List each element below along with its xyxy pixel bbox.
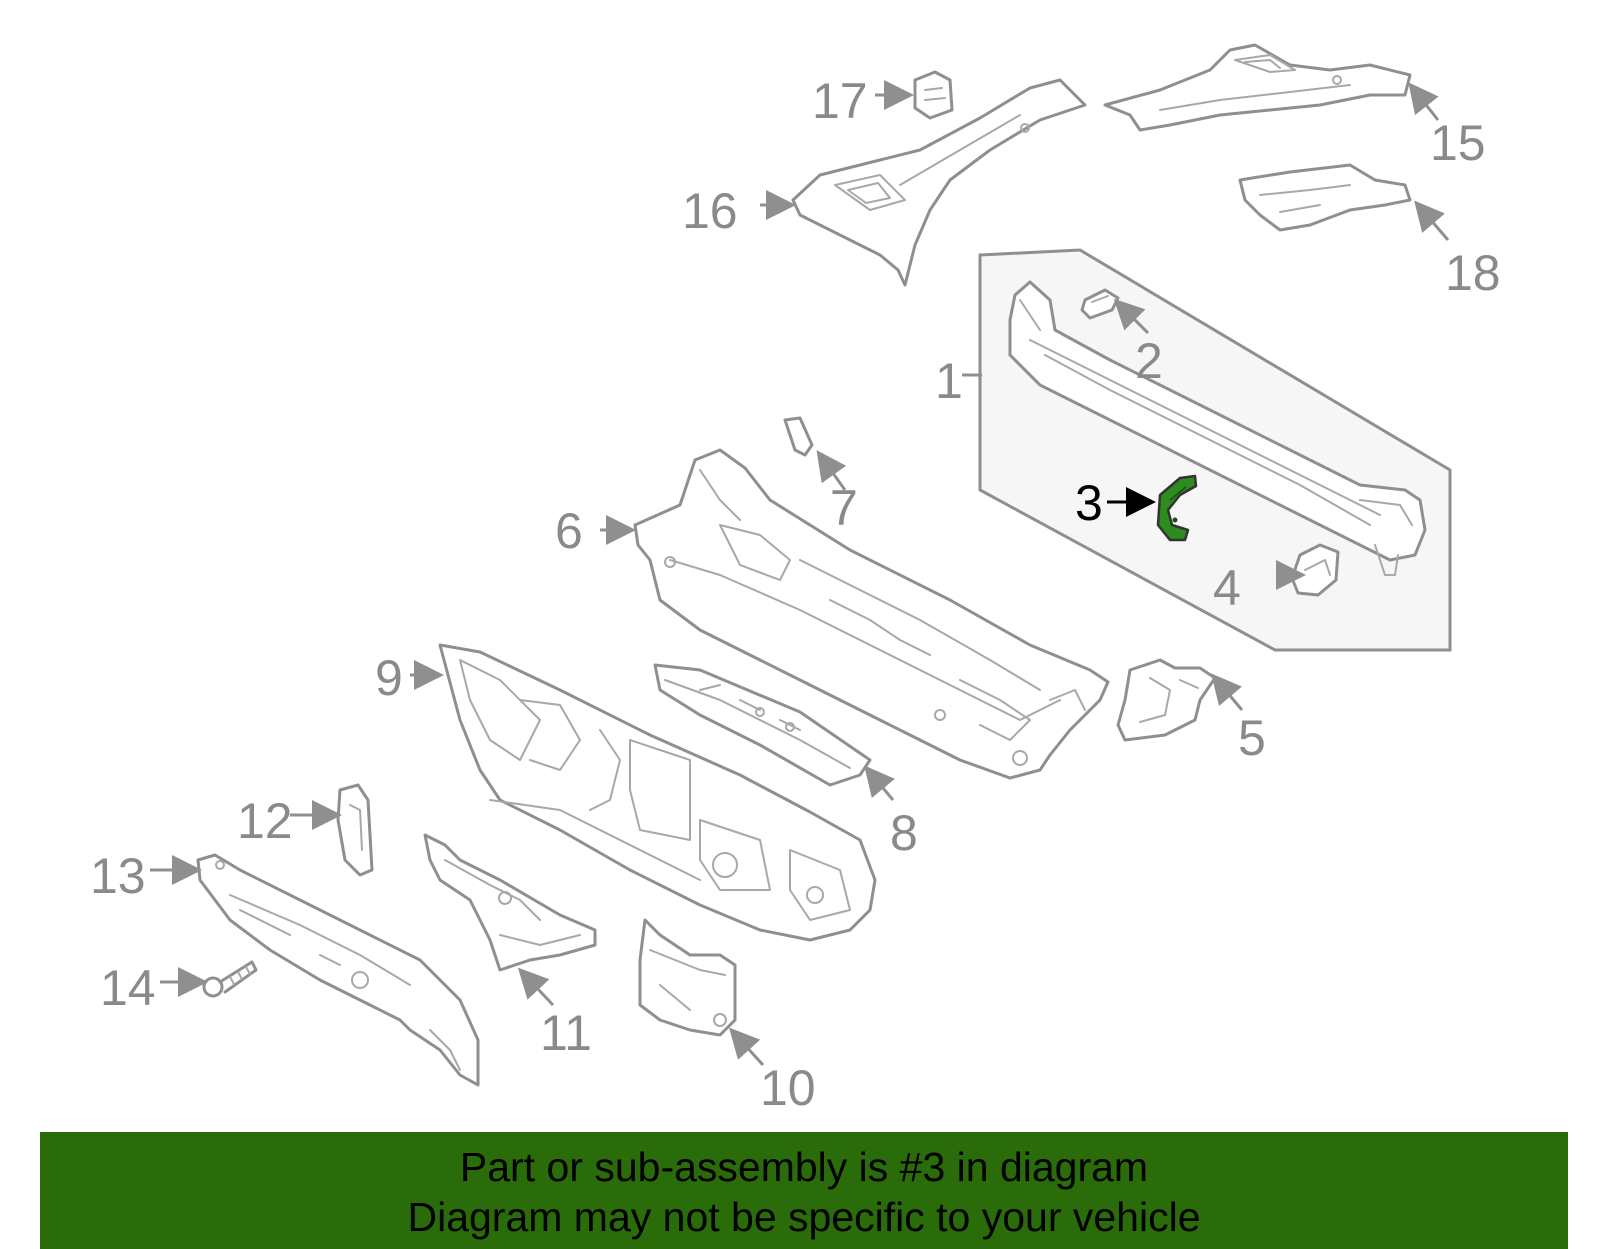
callout-2: 2 bbox=[1135, 333, 1163, 389]
arrow-10 bbox=[728, 1027, 765, 1067]
banner-line-2: Diagram may not be specific to your vehi… bbox=[407, 1194, 1201, 1240]
callout-7: 7 bbox=[830, 480, 858, 536]
banner-line-1: Part or sub-assembly is #3 in diagram bbox=[459, 1144, 1149, 1190]
info-banner: Part or sub-assembly is #3 in diagram Di… bbox=[40, 1132, 1568, 1249]
callout-labels: 17 16 15 18 1 2 3 4 5 6 7 8 9 10 11 12 1… bbox=[90, 73, 1501, 1116]
part-7-pad bbox=[783, 416, 814, 457]
arrow-15 bbox=[1408, 82, 1440, 121]
arrow-2 bbox=[1113, 298, 1150, 335]
part-6-dash-panel bbox=[633, 448, 1110, 780]
callout-15: 15 bbox=[1430, 115, 1486, 171]
callout-10: 10 bbox=[760, 1060, 816, 1116]
part-11-reinforcement bbox=[423, 833, 597, 972]
callout-8: 8 bbox=[890, 805, 918, 861]
part-16-cowl-side bbox=[791, 78, 1087, 287]
part-17-bracket bbox=[913, 70, 954, 120]
callout-12: 12 bbox=[237, 793, 293, 849]
part-1-cowl-panel bbox=[1008, 280, 1427, 576]
arrow-11 bbox=[517, 967, 555, 1007]
parts-diagram: 17 16 15 18 1 2 3 4 5 6 7 8 9 10 11 12 1… bbox=[90, 43, 1501, 1116]
part-15-cowl-extension bbox=[1103, 43, 1412, 132]
callout-9: 9 bbox=[375, 650, 403, 706]
callout-18: 18 bbox=[1445, 245, 1501, 301]
callout-14: 14 bbox=[100, 960, 156, 1016]
arrow-5 bbox=[1211, 673, 1244, 711]
callout-17: 17 bbox=[812, 73, 868, 129]
callout-1: 1 bbox=[935, 353, 963, 409]
callout-11: 11 bbox=[540, 1005, 592, 1061]
callout-5: 5 bbox=[1238, 710, 1266, 766]
arrow-18 bbox=[1414, 200, 1450, 241]
arrow-8 bbox=[864, 765, 895, 801]
leader-lines bbox=[150, 80, 1450, 1067]
callout-13: 13 bbox=[90, 848, 146, 904]
part-3-bracket-highlighted bbox=[1156, 474, 1198, 542]
part-10-bracket bbox=[638, 918, 737, 1037]
part-14-bolt bbox=[202, 960, 258, 998]
callout-6: 6 bbox=[555, 503, 583, 559]
part-5-bracket bbox=[1116, 658, 1217, 742]
part-12-plate bbox=[336, 783, 374, 877]
callout-16: 16 bbox=[682, 183, 738, 239]
part-2-bracket bbox=[1080, 288, 1120, 320]
part-9-firewall bbox=[438, 643, 877, 942]
callout-3: 3 bbox=[1075, 475, 1103, 531]
arrow-7 bbox=[816, 450, 847, 491]
part-8-crossmember bbox=[653, 663, 872, 787]
callout-4: 4 bbox=[1213, 560, 1241, 616]
part-13-crossmember bbox=[196, 853, 480, 1087]
part-18-panel bbox=[1238, 163, 1412, 232]
